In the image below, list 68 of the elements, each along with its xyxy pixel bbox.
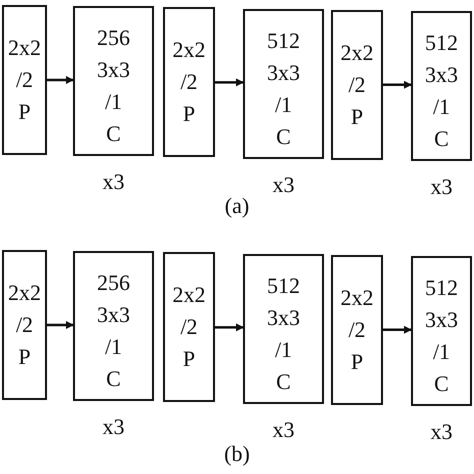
arrow bbox=[383, 80, 412, 89]
layer-parameter: 512 bbox=[267, 26, 300, 55]
layer-parameter: 512 bbox=[267, 272, 300, 300]
layer-box bbox=[411, 256, 472, 406]
layer-parameter: 2x2 bbox=[340, 284, 374, 312]
arrow bbox=[47, 76, 74, 84]
layer-parameter: 2x2 bbox=[8, 34, 41, 62]
repeat-count: x3 bbox=[430, 175, 454, 199]
arrow bbox=[215, 323, 244, 332]
arrow bbox=[47, 321, 74, 329]
layer-parameter: /2 bbox=[180, 313, 198, 342]
layer-parameter: C bbox=[276, 122, 291, 151]
layer-parameter: /1 bbox=[104, 88, 122, 116]
layer-parameter: 2x2 bbox=[172, 36, 206, 64]
layer-parameter: 3x3 bbox=[267, 304, 300, 332]
layer-parameter: 2x2 bbox=[8, 279, 41, 307]
repeat-count: x3 bbox=[102, 415, 126, 440]
layer-parameter: 512 bbox=[425, 274, 458, 302]
layer-parameter: P bbox=[18, 98, 31, 126]
layer-parameter: /2 bbox=[348, 70, 366, 99]
layer-parameter: C bbox=[276, 368, 291, 396]
layer-box bbox=[73, 6, 154, 156]
layer-parameter: P bbox=[18, 343, 31, 371]
layer-box bbox=[2, 5, 47, 155]
layer-box bbox=[73, 251, 154, 402]
layer-parameter: /1 bbox=[274, 90, 292, 119]
layer-box bbox=[331, 10, 383, 160]
layer-parameter: 2x2 bbox=[172, 281, 206, 310]
layer-parameter: /1 bbox=[432, 93, 450, 121]
layer-parameter: 3x3 bbox=[97, 301, 130, 330]
layer-parameter: P bbox=[182, 100, 196, 128]
layer-parameter: 3x3 bbox=[425, 61, 458, 89]
layer-parameter: C bbox=[106, 365, 121, 394]
arrow bbox=[383, 326, 412, 334]
layer-parameter: /2 bbox=[16, 66, 34, 94]
repeat-count: x3 bbox=[102, 170, 126, 194]
repeat-count: x3 bbox=[272, 172, 296, 197]
layer-parameter: 256 bbox=[97, 269, 130, 298]
subfigure-label: (a) bbox=[224, 194, 250, 218]
layer-parameter: P bbox=[182, 345, 196, 374]
layer-parameter: C bbox=[434, 125, 449, 153]
layer-box bbox=[243, 254, 324, 404]
layer-parameter: 512 bbox=[425, 29, 458, 57]
layer-box bbox=[331, 254, 383, 405]
layer-box bbox=[2, 250, 47, 400]
subfigure-label: (b) bbox=[223, 442, 251, 466]
layer-box bbox=[163, 252, 215, 402]
repeat-count: x3 bbox=[272, 418, 296, 442]
layer-parameter: C bbox=[434, 370, 449, 398]
layer-parameter: 256 bbox=[97, 24, 130, 52]
layer-parameter: P bbox=[350, 348, 364, 376]
layer-parameter: /1 bbox=[104, 333, 122, 362]
layer-parameter: P bbox=[350, 102, 364, 131]
layer-parameter: /2 bbox=[348, 316, 366, 344]
layer-box bbox=[411, 11, 472, 161]
layer-parameter: 2x2 bbox=[340, 38, 374, 67]
layer-box bbox=[243, 8, 324, 159]
layer-box bbox=[163, 7, 215, 158]
repeat-count: x3 bbox=[430, 420, 454, 444]
layer-parameter: 3x3 bbox=[425, 306, 458, 334]
layer-parameter: 3x3 bbox=[97, 56, 130, 84]
layer-parameter: /1 bbox=[432, 338, 450, 366]
layer-parameter: 3x3 bbox=[267, 58, 300, 87]
layer-parameter: /1 bbox=[274, 336, 292, 364]
layer-parameter: /2 bbox=[180, 68, 198, 96]
layer-parameter: C bbox=[106, 120, 121, 148]
layer-parameter: /2 bbox=[16, 311, 34, 339]
arrow bbox=[215, 78, 244, 86]
